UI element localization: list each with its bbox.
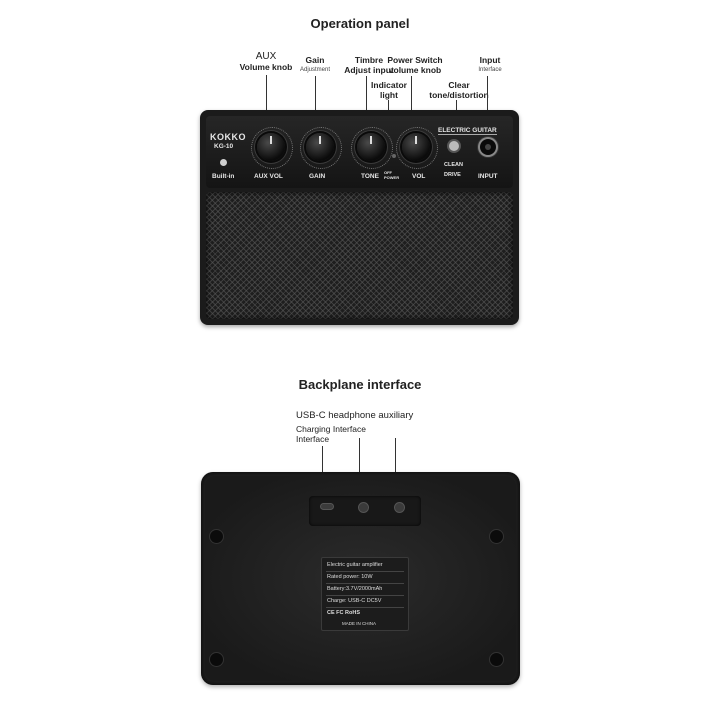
screw-bottom-left	[210, 653, 223, 666]
callout-timbre: Timbre Adjust input	[344, 55, 394, 75]
port-well	[309, 496, 421, 526]
bluetooth-icon	[220, 159, 227, 166]
certification-marks: CE FC RoHS	[327, 610, 360, 616]
callout-clear: Clear tone/distortion	[429, 80, 489, 100]
input-label: INPUT	[478, 173, 498, 180]
gain-knob-scale	[300, 127, 342, 169]
aux-vol-label: AUX VOL	[254, 173, 283, 180]
tone-knob-scale	[351, 127, 393, 169]
builtin-label: Built-in	[212, 173, 235, 180]
made-in-china-label: MADE IN CHINA	[342, 621, 377, 626]
callout-aux: AUX Volume knob	[239, 51, 293, 73]
drive-label: DRIVE	[444, 172, 461, 178]
input-jack[interactable]	[480, 139, 496, 155]
screw-bottom-right	[490, 653, 503, 666]
brand-logo: KOKKO	[210, 132, 246, 142]
vol-label: VOL	[412, 173, 426, 180]
tone-knob[interactable]	[357, 133, 385, 161]
amp-back: Electric guitar amplifier Rated power: 1…	[201, 472, 520, 685]
plate-line-3: Battery:3.7V/2000mAh	[327, 586, 383, 592]
clean-label: CLEAN	[444, 162, 463, 168]
aux-port[interactable]	[395, 503, 404, 512]
clean-drive-button[interactable]	[449, 141, 459, 151]
electric-guitar-label: ELECTRIC GUITAR	[438, 127, 497, 135]
screw-top-right	[490, 530, 503, 543]
usb-c-port[interactable]	[321, 504, 333, 509]
speaker-grille	[206, 192, 513, 319]
backplane-interface-title: Backplane interface	[298, 377, 422, 392]
back-panel: Electric guitar amplifier Rated power: 1…	[205, 476, 516, 681]
aux-vol-knob-scale	[251, 127, 293, 169]
callout-indicator: Indicator light	[371, 80, 407, 100]
amp-front: KOKKO KG-10 Built-in AUX VOL GAIN TONE O…	[200, 110, 519, 325]
callout-power: Power Switch volume knob	[387, 55, 443, 75]
plate-line-1: Electric guitar amplifier	[327, 562, 383, 568]
leader-aux-port	[395, 438, 396, 498]
gain-knob[interactable]	[306, 133, 334, 161]
control-panel: KOKKO KG-10 Built-in AUX VOL GAIN TONE O…	[206, 116, 513, 188]
off-power-label: OFF POWER	[384, 170, 400, 180]
operation-panel-title: Operation panel	[310, 16, 410, 31]
callout-input: Input Interface	[478, 55, 502, 73]
callout-gain: Gain Adjustment	[299, 55, 330, 73]
leader-headphone	[359, 438, 360, 498]
headphone-port[interactable]	[359, 503, 368, 512]
plate-rule	[326, 571, 404, 572]
rating-label-plate: Electric guitar amplifier Rated power: 1…	[321, 557, 409, 631]
indicator-light	[392, 154, 396, 158]
plate-rule	[326, 583, 404, 584]
plate-rule	[326, 607, 404, 608]
plate-rule	[326, 595, 404, 596]
plate-line-4: Charge: USB-C DC5V	[327, 598, 382, 604]
vol-knob-scale	[396, 127, 438, 169]
callout-usbc-headphone-aux: USB-C headphone auxiliary	[296, 410, 414, 421]
tone-label: TONE	[361, 173, 379, 180]
model-label: KG-10	[214, 143, 234, 150]
plate-line-2: Rated power: 10W	[327, 574, 373, 580]
callout-charging-interface: Charging Interface Interface	[296, 424, 366, 444]
gain-label: GAIN	[309, 173, 326, 180]
aux-vol-knob[interactable]	[257, 133, 285, 161]
screw-top-left	[210, 530, 223, 543]
vol-power-knob[interactable]	[402, 133, 430, 161]
